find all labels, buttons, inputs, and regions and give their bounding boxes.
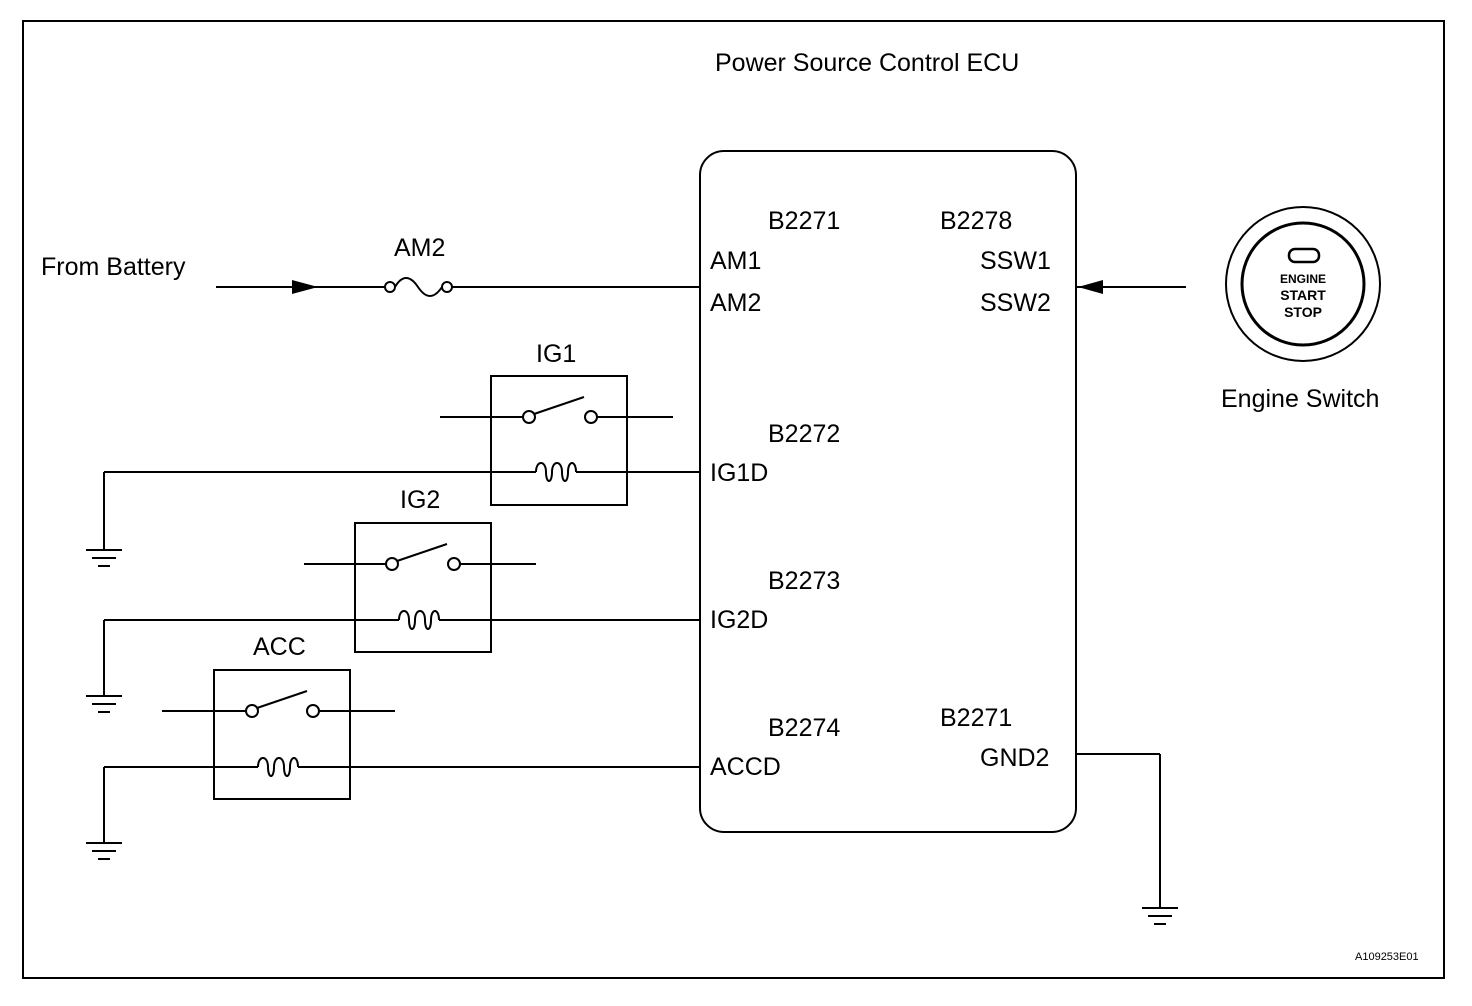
engine-switch-button-icon: ENGINE START STOP: [1225, 206, 1381, 362]
pin-accd: ACCD: [710, 753, 781, 781]
relay-ig2: [304, 522, 536, 653]
battery-label: From Battery: [41, 253, 186, 281]
relay-acc-label: ACC: [253, 633, 306, 661]
ground-icon: [1142, 907, 1178, 925]
ecu-code-ig2: B2273: [768, 567, 840, 595]
ecu-code-acc: B2274: [768, 714, 840, 742]
pin-gnd2: GND2: [980, 744, 1049, 772]
diagram-frame: [22, 20, 1445, 979]
fuse-icon: [384, 277, 453, 297]
pin-ssw1: SSW1: [980, 247, 1051, 275]
relay-acc: [162, 669, 395, 800]
ground-icon: [86, 695, 122, 713]
pin-ig2d: IG2D: [710, 606, 768, 634]
relay-ig1-label: IG1: [536, 340, 576, 368]
svg-text:START: START: [1280, 287, 1326, 303]
pin-am1: AM1: [710, 247, 761, 275]
ecu-box: [699, 150, 1077, 833]
relay-ig1: [440, 375, 673, 506]
pin-ssw2: SSW2: [980, 289, 1051, 317]
ecu-code-gnd: B2271: [940, 704, 1012, 732]
ecu-title: Power Source Control ECU: [715, 49, 1019, 77]
battery-arrow-icon: [292, 280, 318, 294]
ssw-arrow-icon: [1078, 280, 1103, 294]
engine-switch-label: Engine Switch: [1221, 385, 1379, 413]
figure-code: A109253E01: [1355, 951, 1419, 963]
ecu-code-am: B2271: [768, 207, 840, 235]
pin-ig1d: IG1D: [710, 459, 768, 487]
fuse-label: AM2: [394, 234, 445, 262]
svg-text:STOP: STOP: [1284, 304, 1322, 320]
pin-am2: AM2: [710, 289, 761, 317]
ground-icon: [86, 842, 122, 860]
relay-ig2-label: IG2: [400, 486, 440, 514]
svg-text:ENGINE: ENGINE: [1280, 272, 1326, 286]
ground-icon: [86, 549, 122, 567]
ecu-code-ig1: B2272: [768, 420, 840, 448]
ecu-code-ssw: B2278: [940, 207, 1012, 235]
